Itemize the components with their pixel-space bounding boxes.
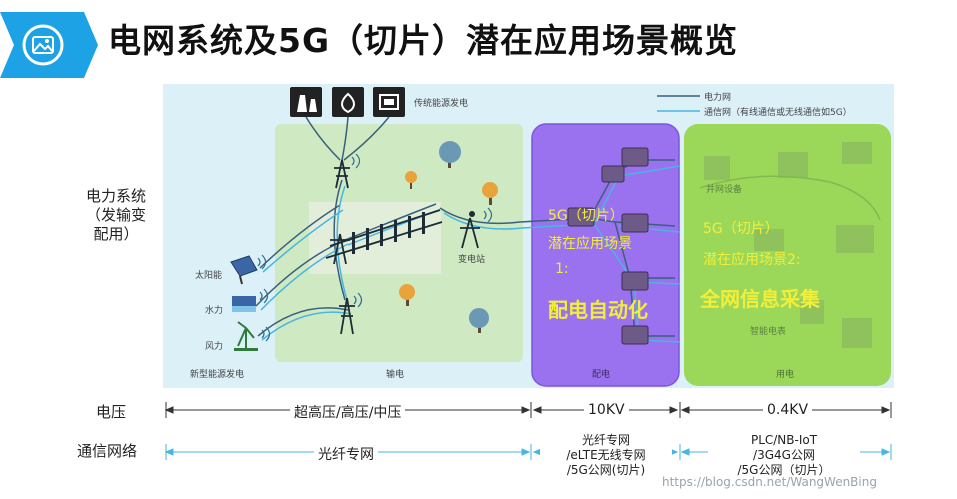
label-hydro: 水力 (205, 306, 224, 316)
label-wind: 风力 (205, 342, 224, 352)
voltage-seg2-label: 10KV (584, 402, 629, 418)
network-seg2-label: 光纤专网 /eLTE无线专网 /5G公网(切片) (540, 433, 672, 478)
consumption-zone (684, 124, 891, 386)
page-title: 电网系统及5G（切片）潜在应用场景概览 (108, 21, 739, 60)
label-consumption: 用电 (776, 370, 795, 380)
scenario1-line2: 潜在应用场景 (548, 236, 632, 252)
image-icon (22, 24, 64, 66)
network-seg1-label: 光纤专网 (314, 444, 378, 464)
legend-power-label: 电力网 (704, 93, 732, 103)
label-transmission: 输电 (386, 370, 405, 380)
scenario1-line1: 5G（切片） (548, 208, 624, 224)
wind-turbine-icon (234, 321, 258, 351)
label-smart-meter: 智能电表 (750, 327, 787, 337)
row-label-comm-network: 通信网络 (77, 442, 138, 460)
header-arrow-shape (0, 12, 98, 78)
legend (657, 95, 700, 112)
watermark-text: https://blog.csdn.net/WangWenBing (662, 475, 877, 489)
power-plant-icon (290, 87, 322, 117)
wireless-signal-icons (257, 153, 493, 342)
scenario1-name: 配电自动化 (548, 298, 648, 322)
solar-panel-icon (230, 255, 258, 285)
voltage-seg3-label: 0.4KV (763, 402, 813, 418)
tree-icons (399, 141, 498, 333)
row-label-power-system: 电力系统 （发输变 配用） (85, 187, 146, 243)
distribution-switch-icons (567, 147, 649, 345)
label-solar: 太阳能 (195, 271, 223, 281)
legend-comm-label: 通信网（有线通信或无线通信如5G） (704, 108, 852, 118)
voltage-seg1-label: 超高压/高压/中压 (290, 402, 406, 422)
scenario1-line3: 1: (555, 261, 569, 277)
transmission-highlight-box (309, 202, 441, 274)
battery-icon (373, 87, 405, 117)
label-distribution: 配电 (592, 370, 611, 380)
transmission-tower-icons (325, 159, 480, 335)
header-banner (0, 12, 98, 78)
label-substation: 变电站 (458, 255, 486, 265)
substation-icon (469, 211, 475, 217)
scenario2-name: 全网信息采集 (700, 287, 820, 311)
row-label-voltage: 电压 (96, 403, 127, 421)
label-grid-equipment: 并网设备 (706, 185, 743, 195)
flame-icon (332, 87, 364, 117)
scenario2-line2: 潜在应用场景2: (703, 252, 801, 268)
consumption-illustrations (699, 142, 881, 348)
scenario2-line1: 5G（切片） (703, 221, 779, 237)
label-traditional-generation: 传统能源发电 (414, 99, 469, 109)
label-new-energy-generation: 新型能源发电 (190, 370, 245, 380)
pole-row-icons (352, 212, 425, 254)
hydro-icon (232, 296, 256, 312)
network-seg3-label: PLC/NB-IoT /3G4G公网 /5G公网（切片） (708, 433, 860, 478)
distribution-zone (531, 123, 680, 387)
